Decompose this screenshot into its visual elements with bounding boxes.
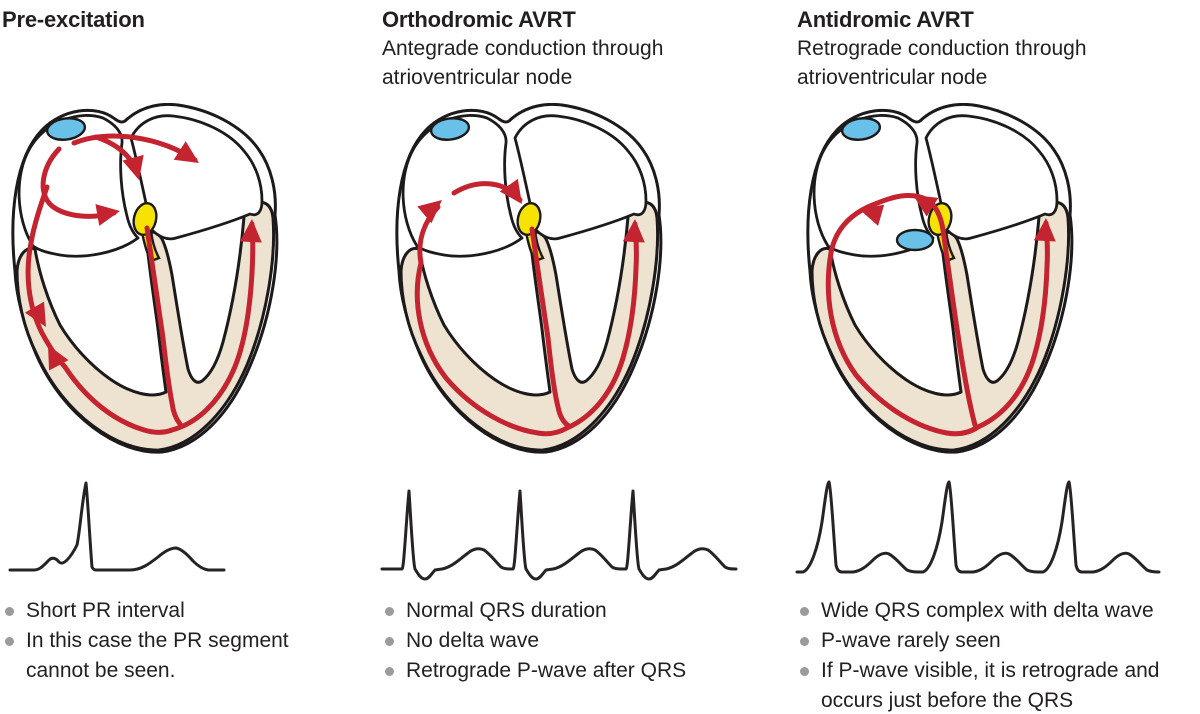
panel-subtitle: Retrograde conduction through atrioventr… [797,37,1087,89]
septal-conduction [144,225,183,427]
bullet-icon [800,607,809,616]
bullet-text: Wide QRS complex with delta wave [821,599,1154,622]
list-item: P-wave rarely seen [797,626,1199,656]
list-item: No delta wave [382,626,774,656]
bullet-icon [5,607,14,616]
panel-title: Pre-excitation [2,7,145,32]
panel-title: Antidromic AVRT [797,7,974,32]
panel-header: Pre-excitation [2,6,362,34]
bullet-text: No delta wave [406,629,540,652]
bullet-text: In this case the PR segment cannot be se… [26,629,289,682]
heart-diagram-antidromic [806,103,1074,454]
bullet-icon [385,607,394,616]
conduction-arrows [24,133,263,435]
list-item: Short PR interval [2,596,332,626]
apex-conduction [62,221,256,435]
list-item: Retrograde P-wave after QRS [382,656,774,686]
bullet-text: P-wave rarely seen [821,629,1001,652]
heart-base-use [395,103,663,454]
conduction-arrows [414,178,646,437]
list-item: Wide QRS complex with delta wave [797,596,1199,626]
panel-header: Orthodromic AVRT Antegrade conduction th… [382,6,742,92]
bullet-text: If P-wave visible, it is retrograde and … [821,659,1160,712]
right-wall-conduction [944,220,1050,437]
ecg-trace [795,480,1161,574]
panel-orthodromic-avrt: Orthodromic AVRT Antegrade conduction th… [380,0,790,714]
heart-base-use [806,103,1074,454]
bullet-text: Normal QRS duration [406,599,607,622]
ecg-strip-orthodromic [380,489,738,581]
septal-conduction [529,226,572,429]
ecg-trace [380,489,738,581]
list-item: In this case the PR segment cannot be se… [2,626,332,686]
conduction-arrows [825,185,1057,437]
panel-pre-excitation: Pre-excitation Sho [0,0,365,714]
atrial-arc-leftward [828,192,931,256]
atrial-loop-to-av-node [40,146,117,219]
heart-diagram-pre-excitation [11,103,279,454]
bullet-text: Short PR interval [26,599,185,622]
bullet-icon [800,667,809,676]
bullet-icon [385,667,394,676]
heart-diagram-orthodromic [395,103,663,454]
bullet-list: Wide QRS complex with delta wave P-wave … [797,596,1199,714]
list-item: Normal QRS duration [382,596,774,626]
right-wall-conduction [535,221,639,437]
bullet-icon [800,637,809,646]
bullet-list: Short PR interval In this case the PR se… [2,596,332,686]
ecg-trace [8,481,226,572]
panel-header: Antidromic AVRT Retrograde conduction th… [797,6,1157,92]
panel-subtitle: Antegrade conduction through atrioventri… [382,37,664,89]
ecg-strip-pre-excitation [8,481,226,572]
bullet-icon [5,637,14,646]
left-wall-conduction [414,260,541,436]
panel-antidromic-avrt: Antidromic AVRT Retrograde conduction th… [795,0,1200,714]
bullet-list: Normal QRS duration No delta wave Retrog… [382,596,774,686]
panel-title: Orthodromic AVRT [382,7,576,32]
ecg-strip-antidromic [795,480,1161,574]
bullet-icon [385,637,394,646]
list-item: If P-wave visible, it is retrograde and … [797,656,1199,714]
blocked-p-wave-node [895,228,935,252]
bullet-text: Retrograde P-wave after QRS [406,659,687,682]
septal-conduction-retrograde [925,197,978,428]
accessory-pathway-antegrade [825,250,950,436]
